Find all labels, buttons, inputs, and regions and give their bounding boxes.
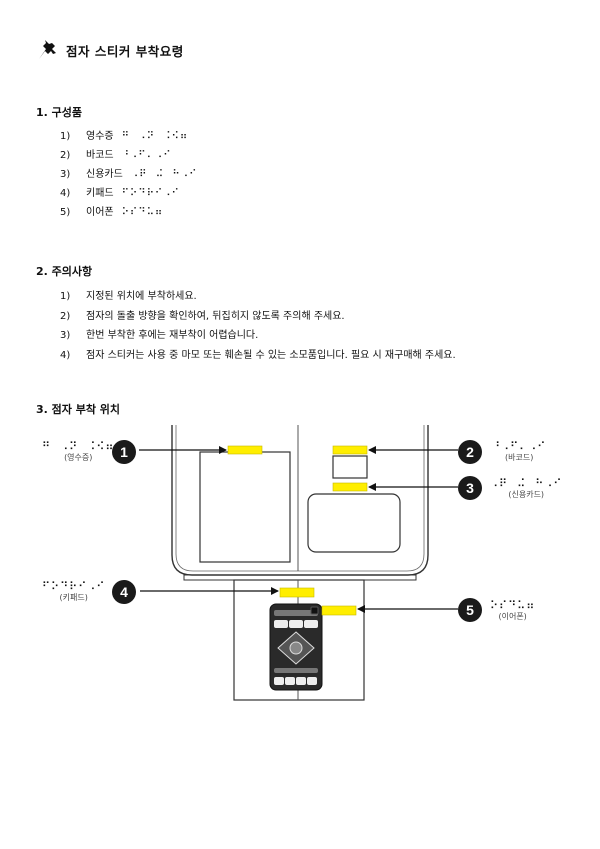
marker-number: 5: [466, 602, 474, 618]
marker-3: 3: [458, 476, 482, 500]
marker-5: 5: [458, 598, 482, 622]
marker-number: 1: [120, 444, 128, 460]
pushpin-icon: [39, 40, 56, 59]
list-item: 5)이어폰⠕⠎⠙⠥⠶: [60, 207, 164, 218]
cautions-list: 1)지정된 위치에 부착하세요. 2)점자의 돌출 방향을 확인하여, 뒤집히지…: [60, 287, 456, 365]
list-item: 3)신용카드⠠⠟⠀⠬⠀⠓⠠⠊: [60, 169, 198, 180]
braille-stickers: [227, 445, 368, 616]
pointer-arrows: [139, 446, 458, 613]
document-title: 점자 스티커 부착요령: [36, 38, 184, 62]
caption-barcode: ⠘⠠⠋⠄⠠⠊ (바코드): [492, 440, 547, 462]
marker-2: 2: [458, 440, 482, 464]
section1-heading: 1. 구성품: [36, 106, 83, 119]
list-item: 2)바코드⠘⠠⠋⠄⠠⠊: [60, 150, 172, 161]
kiosk-lower-body: [233, 579, 365, 701]
list-item: 4)키패드⠋⠕⠙⠗⠊⠠⠊: [60, 188, 180, 199]
list-item: 3)한번 부착한 후에는 재부착이 어렵습니다.: [60, 330, 259, 341]
kiosk-upper-body: [171, 425, 429, 581]
marker-1: 1: [112, 440, 136, 464]
marker-4: 4: [112, 580, 136, 604]
list-item: 1)지정된 위치에 부착하세요.: [60, 291, 197, 302]
list-item: 1)영수증⠛⠀⠠⠝⠀⠨⠪⠶: [60, 131, 189, 142]
list-item: 2)점자의 돌출 방향을 확인하여, 뒤집히지 않도록 주의해 주세요.: [60, 310, 345, 322]
caption-receipt: ⠛⠀⠠⠝⠀⠨⠪⠶ (영수증): [42, 440, 115, 462]
caption-credit-card: ⠠⠟⠀⠬⠀⠓⠠⠊ (신용카드): [490, 477, 563, 499]
title-text: 점자 스티커 부착요령: [66, 43, 184, 59]
caption-earphone: ⠕⠎⠙⠥⠶ (이어폰): [490, 599, 536, 621]
marker-number: 3: [466, 480, 474, 496]
components-list: 1)영수증⠛⠀⠠⠝⠀⠨⠪⠶ 2)바코드⠘⠠⠋⠄⠠⠊ 3)신용카드⠠⠟⠀⠬⠀⠓⠠⠊…: [60, 127, 197, 222]
marker-number: 4: [120, 584, 128, 600]
caption-keypad: ⠋⠕⠙⠗⠊⠠⠊ (키패드): [42, 580, 106, 602]
section2-heading: 2. 주의사항: [36, 265, 93, 278]
section3-heading: 3. 점자 부착 위치: [36, 403, 121, 416]
marker-number: 2: [466, 444, 474, 460]
list-item: 4)점자 스티커는 사용 중 마모 또는 훼손될 수 있는 소모품입니다. 필요…: [60, 349, 456, 361]
